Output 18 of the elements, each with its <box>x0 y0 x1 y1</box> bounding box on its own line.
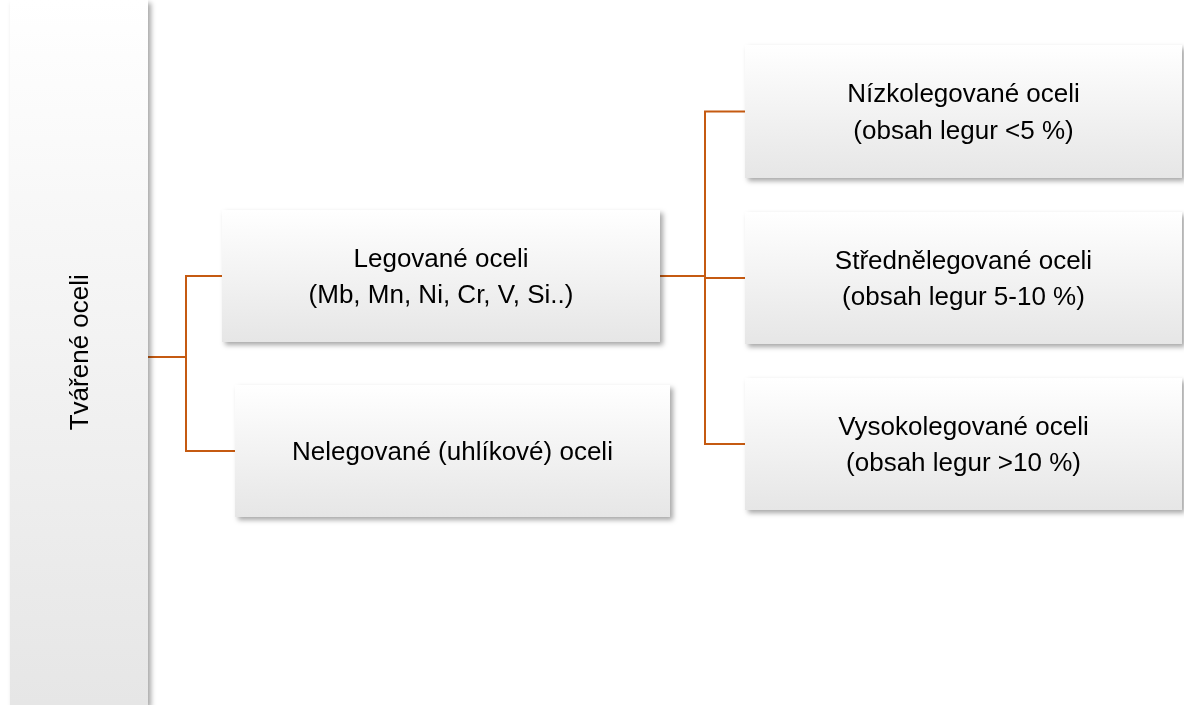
box-text: (obsah legur 5-10 %) <box>842 280 1085 313</box>
box-text: Nízkolegované oceli <box>847 77 1080 111</box>
category-box <box>745 45 1182 178</box>
box-text: Tvářené oceli <box>62 274 95 431</box>
box-text: (obsah legur <5 %) <box>853 113 1074 147</box>
box-text: Střednělegované oceli <box>834 243 1093 277</box>
box-text: Legované oceli <box>353 241 529 275</box>
category-box <box>235 385 670 517</box>
box-text: Vysokolegované oceli <box>838 409 1089 443</box>
category-box <box>222 210 660 342</box>
connector-line <box>147 356 236 452</box>
box-text: (obsah legur >10 %) <box>846 446 1081 479</box>
category-box <box>10 0 148 705</box>
box-text: (Mb, Mn, Ni, Cr, V, Si..) <box>308 278 574 311</box>
box-text: Nelegované (uhlíkové) oceli <box>292 434 613 468</box>
category-box <box>745 378 1182 510</box>
category-box <box>745 212 1182 344</box>
connector-line <box>659 275 746 445</box>
